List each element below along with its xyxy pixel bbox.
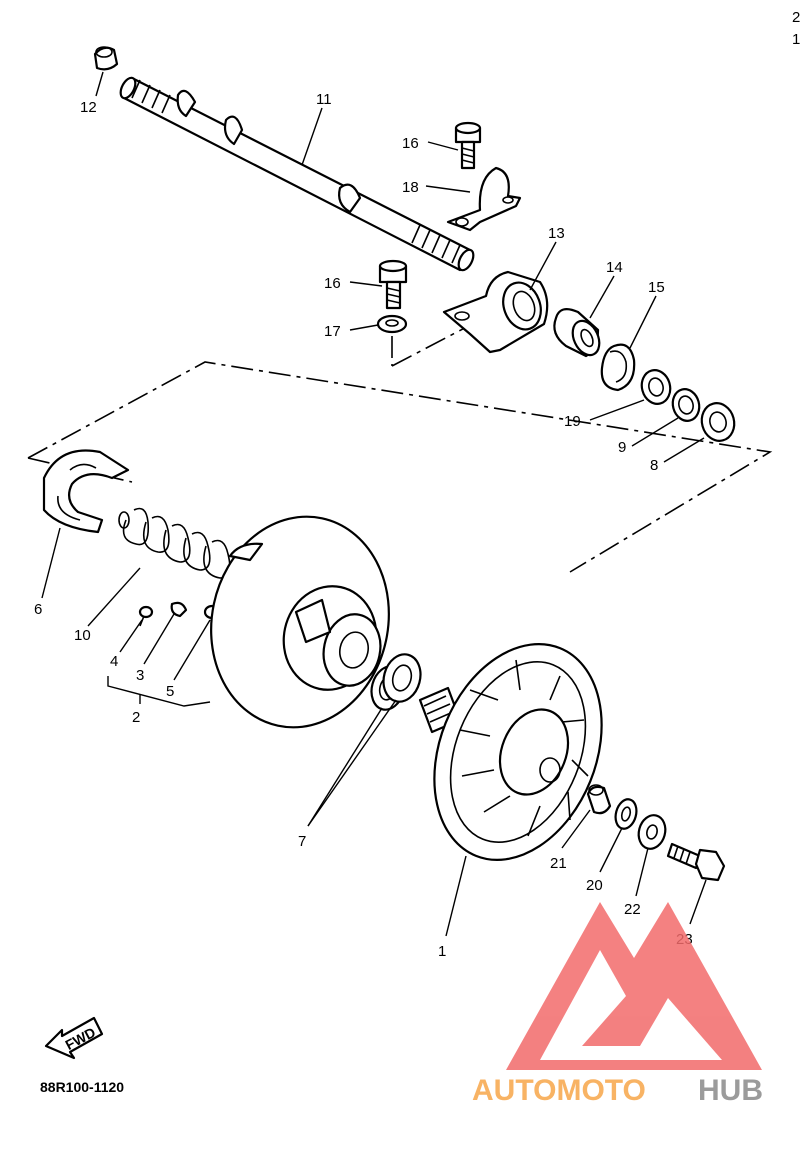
bolt-part-16-upper (454, 121, 482, 170)
washer-part-9 (671, 388, 701, 422)
sliding-sheave (210, 515, 390, 729)
washer-part-22 (637, 814, 667, 850)
circlip-part-15 (600, 343, 636, 392)
automotohub-watermark: AUTOMOTO HUB (472, 902, 763, 1107)
washer-part-8 (700, 402, 736, 442)
callout-4: 4 (110, 653, 118, 670)
callout-numbers: 12 11 16 18 13 14 15 16 17 19 9 8 6 10 4… (34, 9, 800, 960)
washer-part-19 (640, 369, 672, 405)
callout-20: 20 (586, 877, 603, 894)
callout-13: 13 (548, 225, 565, 242)
callout-19: 19 (564, 413, 581, 430)
callout-7: 7 (298, 833, 306, 850)
fixed-sheave-part-1 (418, 643, 603, 861)
callout-9: 9 (618, 439, 626, 456)
corner-mark-a: 2 (792, 9, 800, 26)
callout-17: 17 (324, 323, 341, 340)
secondary-shaft-part-11 (119, 76, 475, 272)
callout-12: 12 (80, 99, 97, 116)
washer-part-20 (614, 798, 638, 830)
callout-8: 8 (650, 457, 658, 474)
bushings-part-7 (370, 653, 422, 711)
callout-6: 6 (34, 601, 42, 618)
watermark-text-gray: HUB (698, 1074, 763, 1107)
screw-part-4 (138, 605, 154, 627)
bolt-part-16-lower (378, 259, 408, 310)
callout-22: 22 (624, 901, 641, 918)
callout-16-upper: 16 (402, 135, 419, 152)
fwd-arrow-icon: FWD (44, 1016, 104, 1060)
callout-15: 15 (648, 279, 665, 296)
bearing-housing-part-13 (442, 270, 549, 354)
cam-part-6 (42, 449, 130, 534)
callout-11: 11 (316, 91, 332, 108)
weight-part-3 (170, 601, 188, 618)
cap-part-12 (93, 46, 119, 71)
callout-14: 14 (606, 259, 623, 276)
callout-10: 10 (74, 627, 91, 644)
callout-2: 2 (132, 709, 140, 726)
collar-part-21 (586, 784, 612, 815)
callout-16-lower: 16 (324, 275, 341, 292)
leader-lines (41, 71, 707, 937)
washer-part-17 (376, 314, 408, 334)
callout-5: 5 (166, 683, 174, 700)
watermark-logo-icon (506, 902, 762, 1070)
bearing-part-14 (553, 307, 601, 358)
callout-1: 1 (438, 943, 446, 960)
bolt-part-23 (666, 842, 726, 882)
corner-mark-b: 1 (792, 31, 800, 48)
callout-18: 18 (402, 179, 419, 196)
bracket-part-18 (446, 166, 522, 232)
spring-part-10 (118, 507, 231, 579)
assembly-boundary-lines (27, 319, 773, 573)
callout-3: 3 (136, 667, 144, 684)
diagram-code: 88R100-1120 (40, 1079, 124, 1095)
watermark-text-orange: AUTOMOTO (472, 1074, 646, 1107)
callout-21: 21 (550, 855, 567, 872)
